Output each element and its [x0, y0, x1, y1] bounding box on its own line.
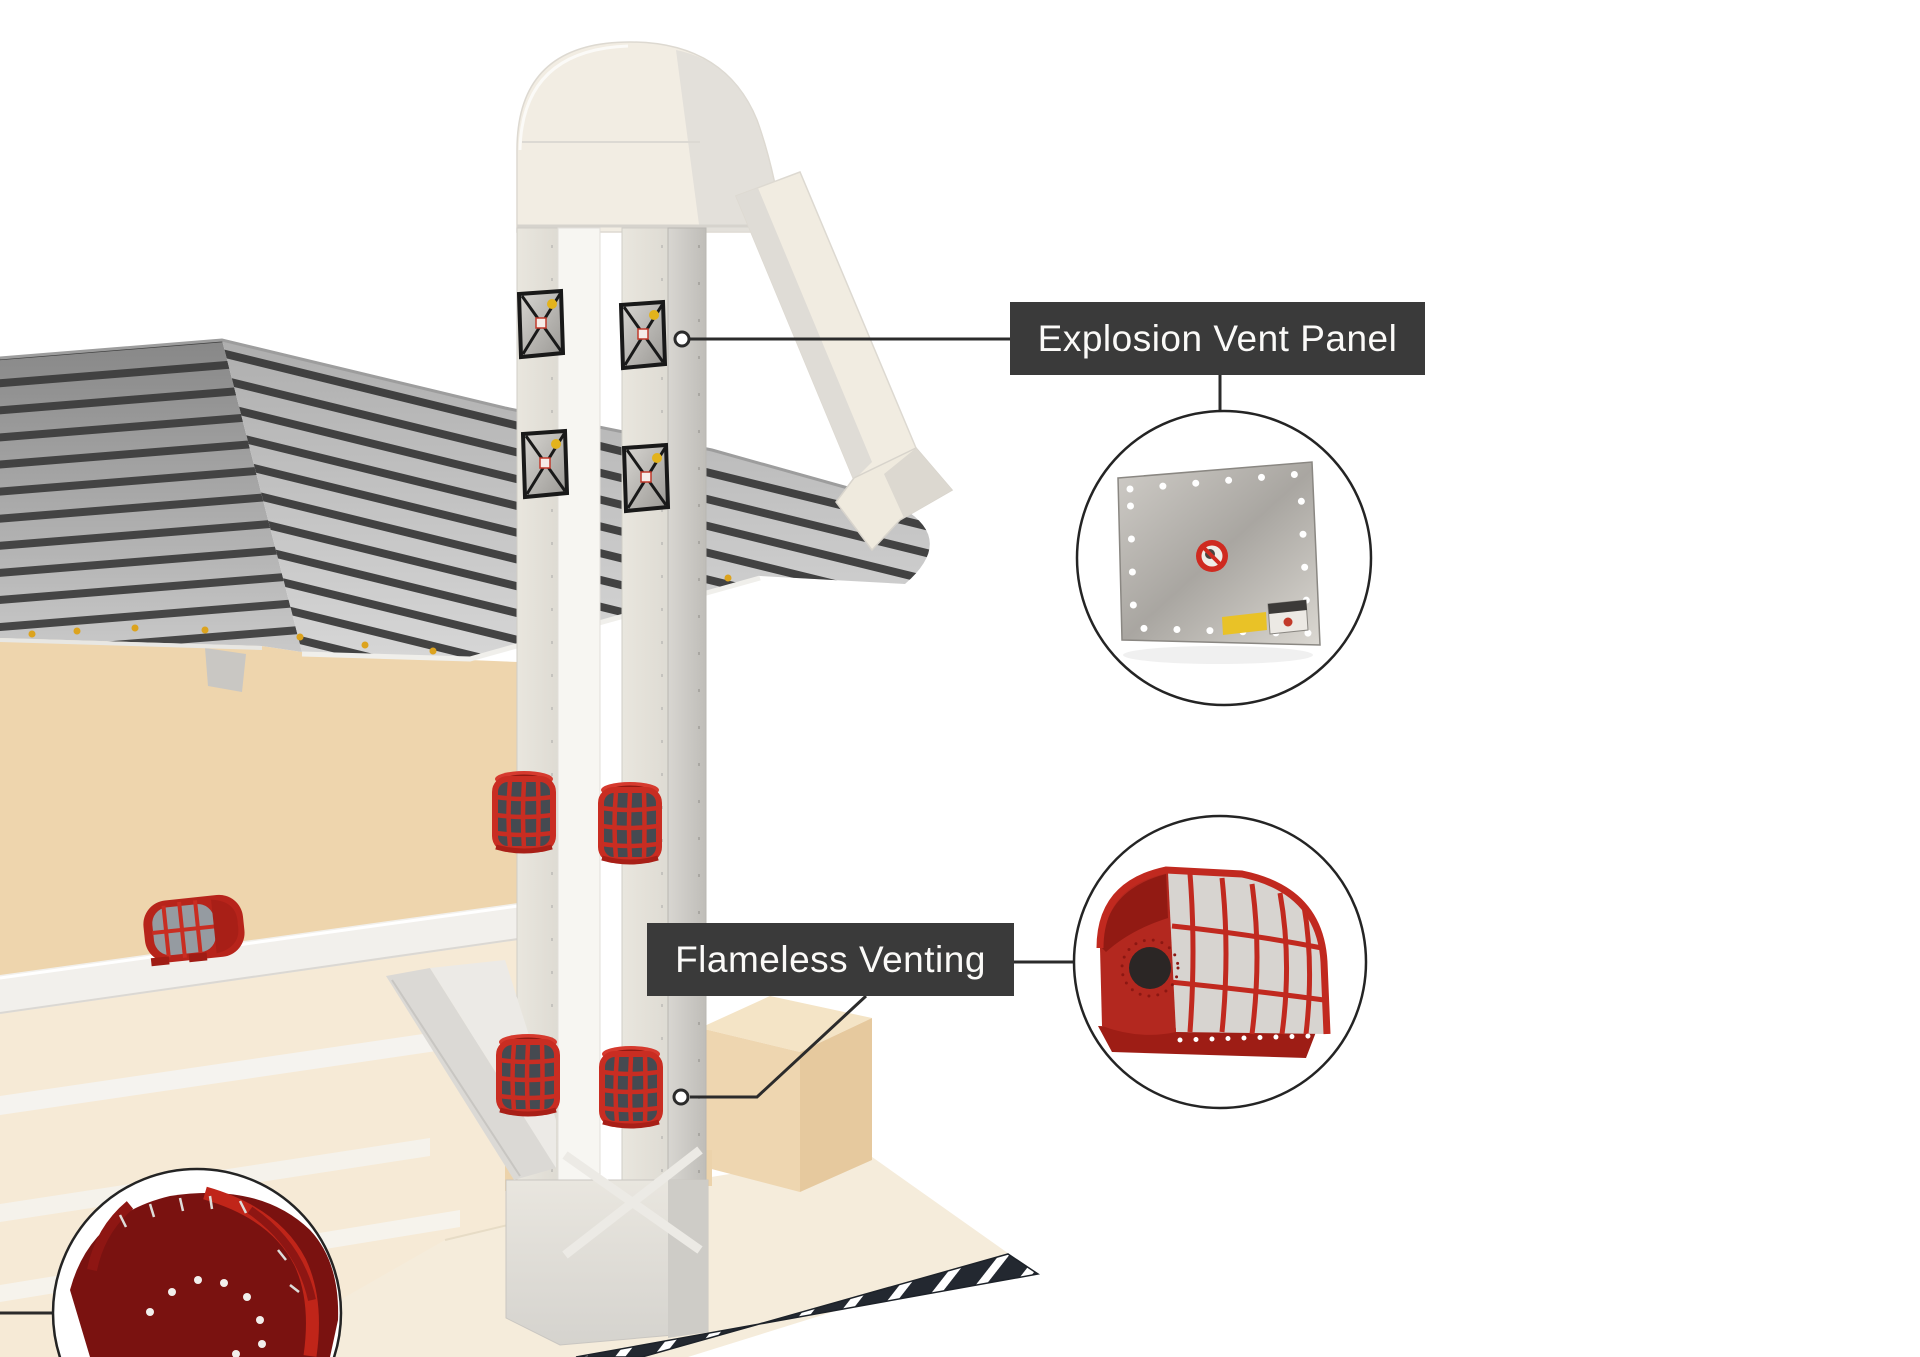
- leader-lines: [0, 330, 1222, 1315]
- explosion-vent-panel-2: [619, 300, 667, 370]
- explosion-vent-panel-1: [517, 289, 565, 359]
- flameless-vent-1: [495, 771, 553, 851]
- building-wall-left: [0, 638, 519, 1357]
- explosion-vent-panel-4: [622, 443, 670, 513]
- flameless-vent-4: [602, 1046, 660, 1126]
- label-flameless-venting-text: Flameless Venting: [675, 938, 986, 980]
- roof-bracket: [205, 648, 246, 692]
- label-explosion-vent-panel: Explosion Vent Panel: [1010, 302, 1425, 375]
- elevator-legs: [516, 227, 707, 1189]
- flameless-vent-3: [499, 1034, 557, 1114]
- mounted-equipment: [143, 289, 670, 1126]
- label-explosion-vent-panel-text: Explosion Vent Panel: [1037, 317, 1398, 359]
- floor-hatched-edge: [575, 1253, 1040, 1357]
- explosion-vent-panel-3: [521, 429, 569, 499]
- floor-box: [700, 996, 872, 1192]
- callout-bottom-left: [51, 1167, 343, 1357]
- flameless-vent-closeup-photo: [70, 1186, 339, 1357]
- leader-line-fv: [690, 994, 868, 1099]
- label-flameless-venting: Flameless Venting: [647, 923, 1014, 996]
- corrugated-roof: [0, 338, 930, 662]
- flameless-vent-product-photo: [1096, 866, 1331, 1058]
- flameless-vent-2: [601, 782, 659, 862]
- callout-flameless-venting: [1072, 814, 1368, 1110]
- discharge-chute: [735, 171, 954, 552]
- callout-explosion-vent-panel: [1075, 409, 1373, 707]
- elevator-head: [516, 41, 784, 233]
- explosion-vent-panel-product-photo: [1117, 461, 1321, 664]
- leader-marker-fv: [672, 1088, 690, 1106]
- elevator-boot: [505, 1146, 709, 1346]
- bucket-elevator: [386, 41, 954, 1346]
- flameless-vent-ledge: [143, 894, 245, 967]
- leader-marker-evp: [673, 330, 691, 348]
